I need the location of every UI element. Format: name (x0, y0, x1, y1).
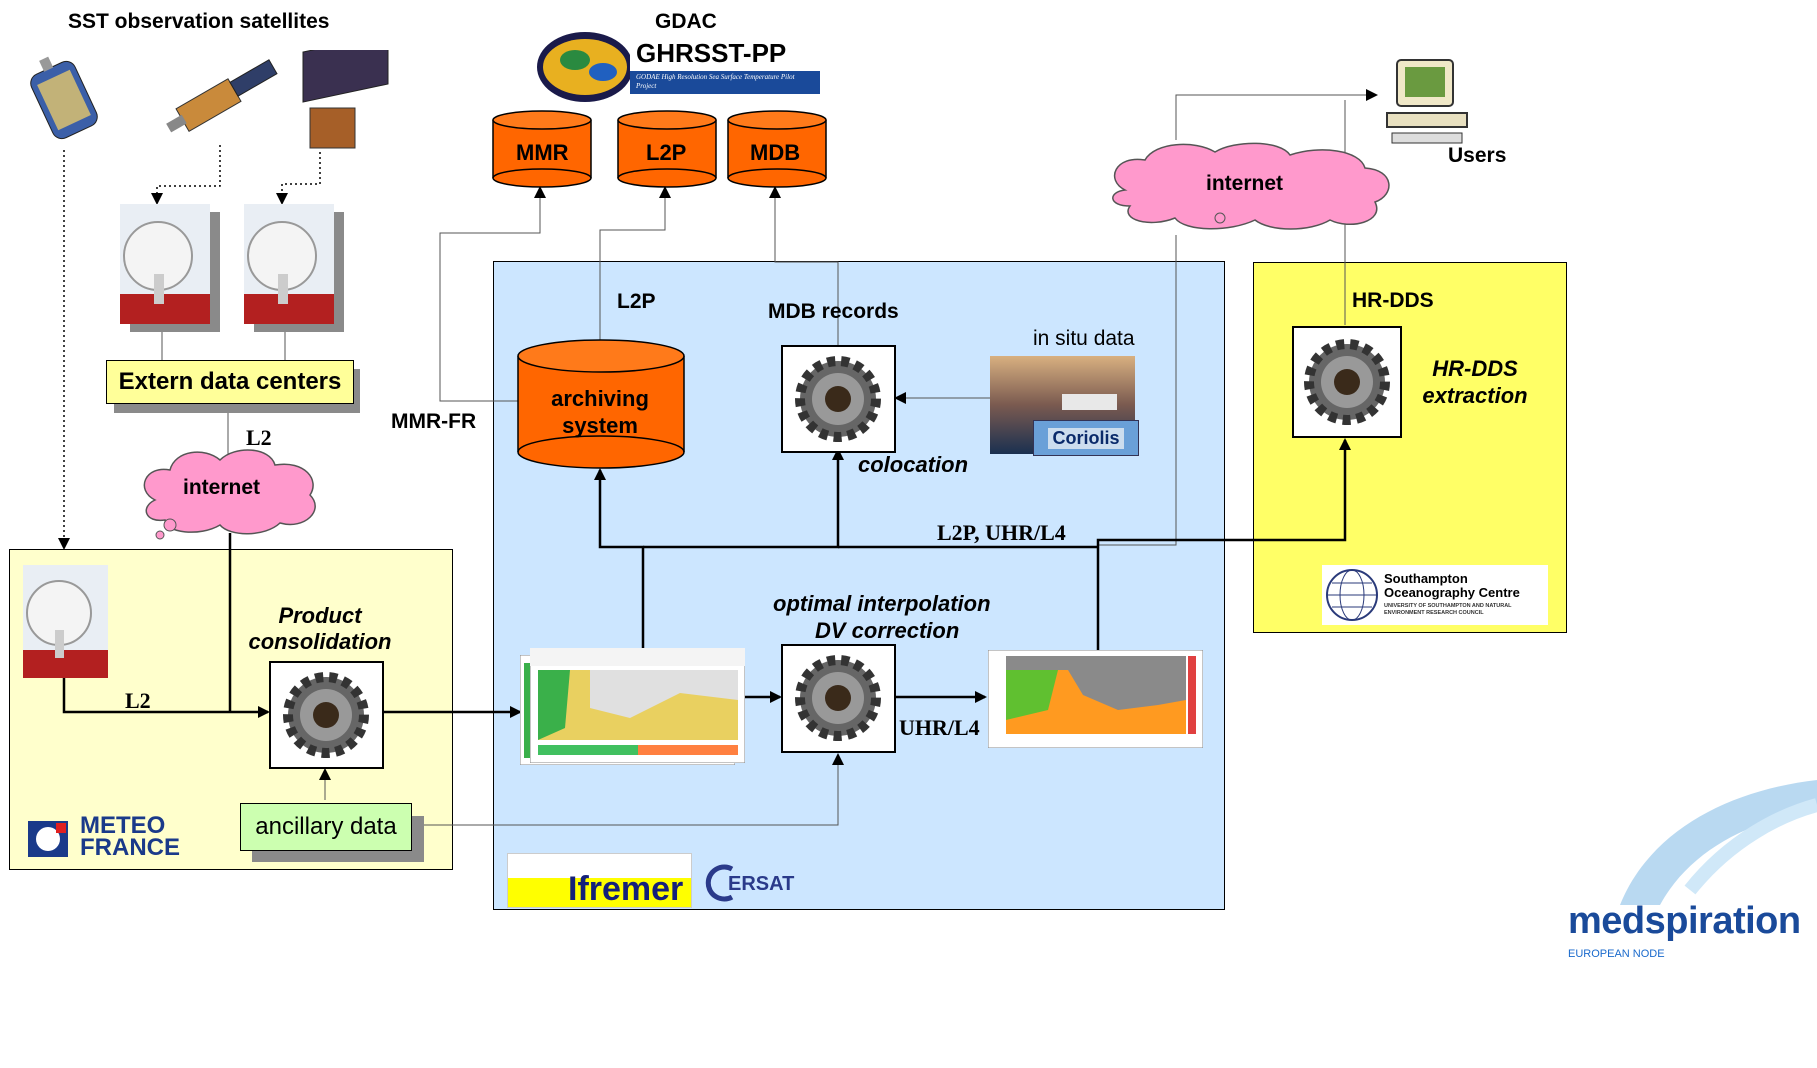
sst-satellites-title: SST observation satellites (68, 10, 330, 33)
users-label: Users (1448, 144, 1507, 167)
l2-top-label: L2 (246, 425, 272, 450)
antenna-icon (120, 204, 210, 324)
satellite-icon (302, 50, 389, 149)
database-cylinder (492, 110, 592, 188)
product-consolidation-label: Product consolidation (248, 603, 392, 654)
hr-dds-extraction-label: HR-DDS extraction (1422, 356, 1528, 408)
cersat-label: ERSAT (728, 873, 795, 895)
southampton-line3: UNIVERSITY OF SOUTHAMPTON AND NATURAL EN… (1384, 603, 1512, 616)
satellite-icon (30, 56, 98, 140)
southampton-line1: Southampton (1384, 571, 1468, 586)
coriolis-label: Coriolis (1048, 427, 1124, 449)
db-l2p-label: L2P (646, 140, 687, 165)
ghrsst-banner: GHRSST-PP GODAE High Resolution Sea Surf… (630, 36, 820, 94)
ancillary-data-box: ancillary data (240, 803, 412, 851)
satellite-icon (166, 59, 278, 133)
antenna-icon (23, 565, 108, 678)
medspiration-label: medspiration (1568, 900, 1801, 942)
mdb-records-label: MDB records (768, 300, 899, 323)
sst-map-thumbnail (530, 648, 745, 763)
hr-dds-label: HR-DDS (1352, 289, 1434, 312)
dv-correction-label: DV correction (815, 618, 960, 643)
database-cylinder (617, 110, 717, 188)
internet-cloud-left (143, 449, 316, 540)
database-cylinder (727, 110, 827, 188)
optimal-interpolation-label: optimal interpolation (773, 591, 991, 616)
colocation-gear (781, 345, 896, 453)
southampton-logo: Southampton Oceanography Centre UNIVERSI… (1322, 565, 1548, 625)
medspiration-swoosh (1620, 780, 1817, 905)
extern-data-centers-box: Extern data centers (106, 360, 354, 404)
uhr-l4-map (988, 650, 1203, 748)
european-node-label: EUROPEAN NODE (1568, 948, 1665, 960)
ghrsst-title: GHRSST-PP (630, 36, 820, 71)
internet-left-label: internet (183, 476, 261, 499)
in-situ-data-label: in situ data (1033, 327, 1135, 350)
hr-dds-gear (1292, 326, 1402, 438)
users-computer-icon (1386, 59, 1468, 144)
gear-icon (1304, 339, 1390, 425)
southampton-line2: Oceanography Centre (1384, 585, 1520, 600)
internet-right-label: internet (1206, 172, 1284, 195)
internet-cloud-right (1112, 142, 1390, 230)
ghrsst-globe (537, 32, 633, 102)
ifremer-label: Ifremer (568, 870, 684, 908)
coriolis-logo: Coriolis (1033, 420, 1139, 456)
cersat-logo: ERSAT (700, 863, 820, 903)
consolidation-gear (269, 661, 384, 769)
l2-bottom-label: L2 (125, 688, 151, 713)
oi-gear (781, 644, 896, 753)
gdac-label: GDAC (655, 10, 717, 33)
l2p-mid-label: L2P (617, 290, 656, 313)
archiving-system-cylinder (517, 339, 685, 469)
mmr-fr-label: MMR-FR (391, 410, 477, 433)
meteo-france-logo (28, 821, 68, 857)
db-mdb-label: MDB (750, 140, 801, 165)
ghrsst-subtitle: GODAE High Resolution Sea Surface Temper… (636, 73, 795, 90)
colocation-label: colocation (858, 452, 969, 477)
ifremer-logo: Ifremer (507, 853, 692, 908)
gear-icon (795, 655, 881, 741)
meteo-france-label: METEO FRANCE (80, 812, 180, 861)
archiving-system-label: archiving system (551, 386, 649, 438)
uhr-l4-label: UHR/L4 (899, 715, 980, 740)
gear-icon (283, 672, 369, 758)
globe-icon (1326, 569, 1378, 621)
l2p-uhr-l4-label: L2P, UHR/L4 (937, 520, 1066, 545)
antenna-icon (244, 204, 334, 324)
gear-icon (795, 356, 881, 442)
db-mmr-label: MMR (516, 140, 569, 165)
cersat-icon (705, 864, 734, 902)
